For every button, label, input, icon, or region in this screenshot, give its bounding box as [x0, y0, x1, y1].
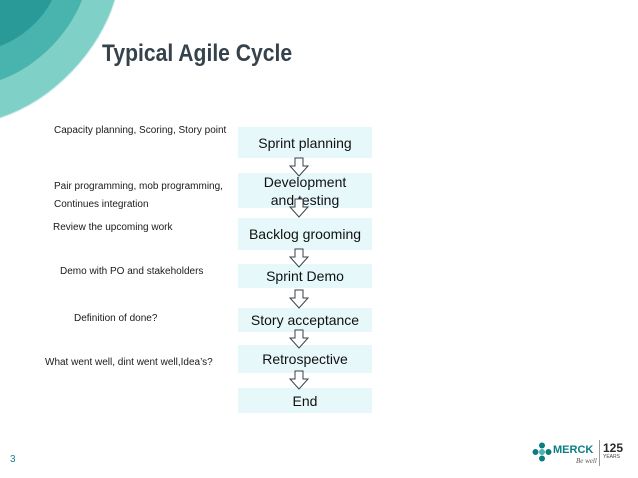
down-arrow-icon — [289, 157, 309, 177]
corner-decoration — [0, 0, 116, 119]
logo-divider — [599, 440, 600, 466]
down-arrow-icon — [289, 289, 309, 309]
step-story-acceptance: Story acceptance — [238, 308, 372, 332]
step-development-and-testing: Development and testing — [238, 173, 372, 208]
down-arrow-icon — [289, 370, 309, 390]
note-development-line1: Pair programming, mob programming, — [54, 181, 223, 192]
logo-anniversary: 125 — [603, 441, 624, 455]
step-label: Story acceptance — [250, 312, 360, 328]
step-label: Sprint planning — [258, 134, 352, 151]
note-demo: Demo with PO and stakeholders — [60, 266, 204, 277]
note-development-line2: Continues integration — [54, 199, 149, 210]
step-label-line1: Development — [263, 173, 347, 190]
note-backlog: Review the upcoming work — [53, 222, 173, 233]
merck-logo: MERCK Be well 125 YEARS — [532, 440, 632, 470]
step-label: Retrospective — [262, 351, 348, 367]
step-end: End — [238, 388, 372, 413]
step-label: End — [292, 392, 318, 409]
note-acceptance: Definition of done? — [74, 313, 158, 324]
step-sprint-demo: Sprint Demo — [238, 264, 372, 288]
note-sprint-planning: Capacity planning, Scoring, Story point — [54, 125, 227, 136]
step-backlog-grooming: Backlog grooming — [238, 218, 372, 250]
logo-tagline: Be well — [576, 457, 597, 465]
down-arrow-icon — [289, 248, 309, 268]
step-label: Backlog grooming — [248, 226, 362, 242]
step-label-line2: and testing — [270, 191, 340, 208]
note-retrospective: What went well, dint went well,Idea’s? — [45, 357, 213, 368]
slide-title: Typical Agile Cycle — [102, 40, 293, 67]
down-arrow-icon — [289, 329, 309, 349]
step-retrospective: Retrospective — [238, 345, 372, 373]
logo-anniversary-sub: YEARS — [603, 454, 620, 460]
logo-name: MERCK — [553, 444, 594, 456]
merck-logo-icon — [532, 442, 552, 462]
step-label: Sprint Demo — [266, 268, 344, 284]
page-number: 3 — [10, 454, 16, 465]
step-sprint-planning: Sprint planning — [238, 127, 372, 158]
down-arrow-icon — [289, 198, 309, 218]
